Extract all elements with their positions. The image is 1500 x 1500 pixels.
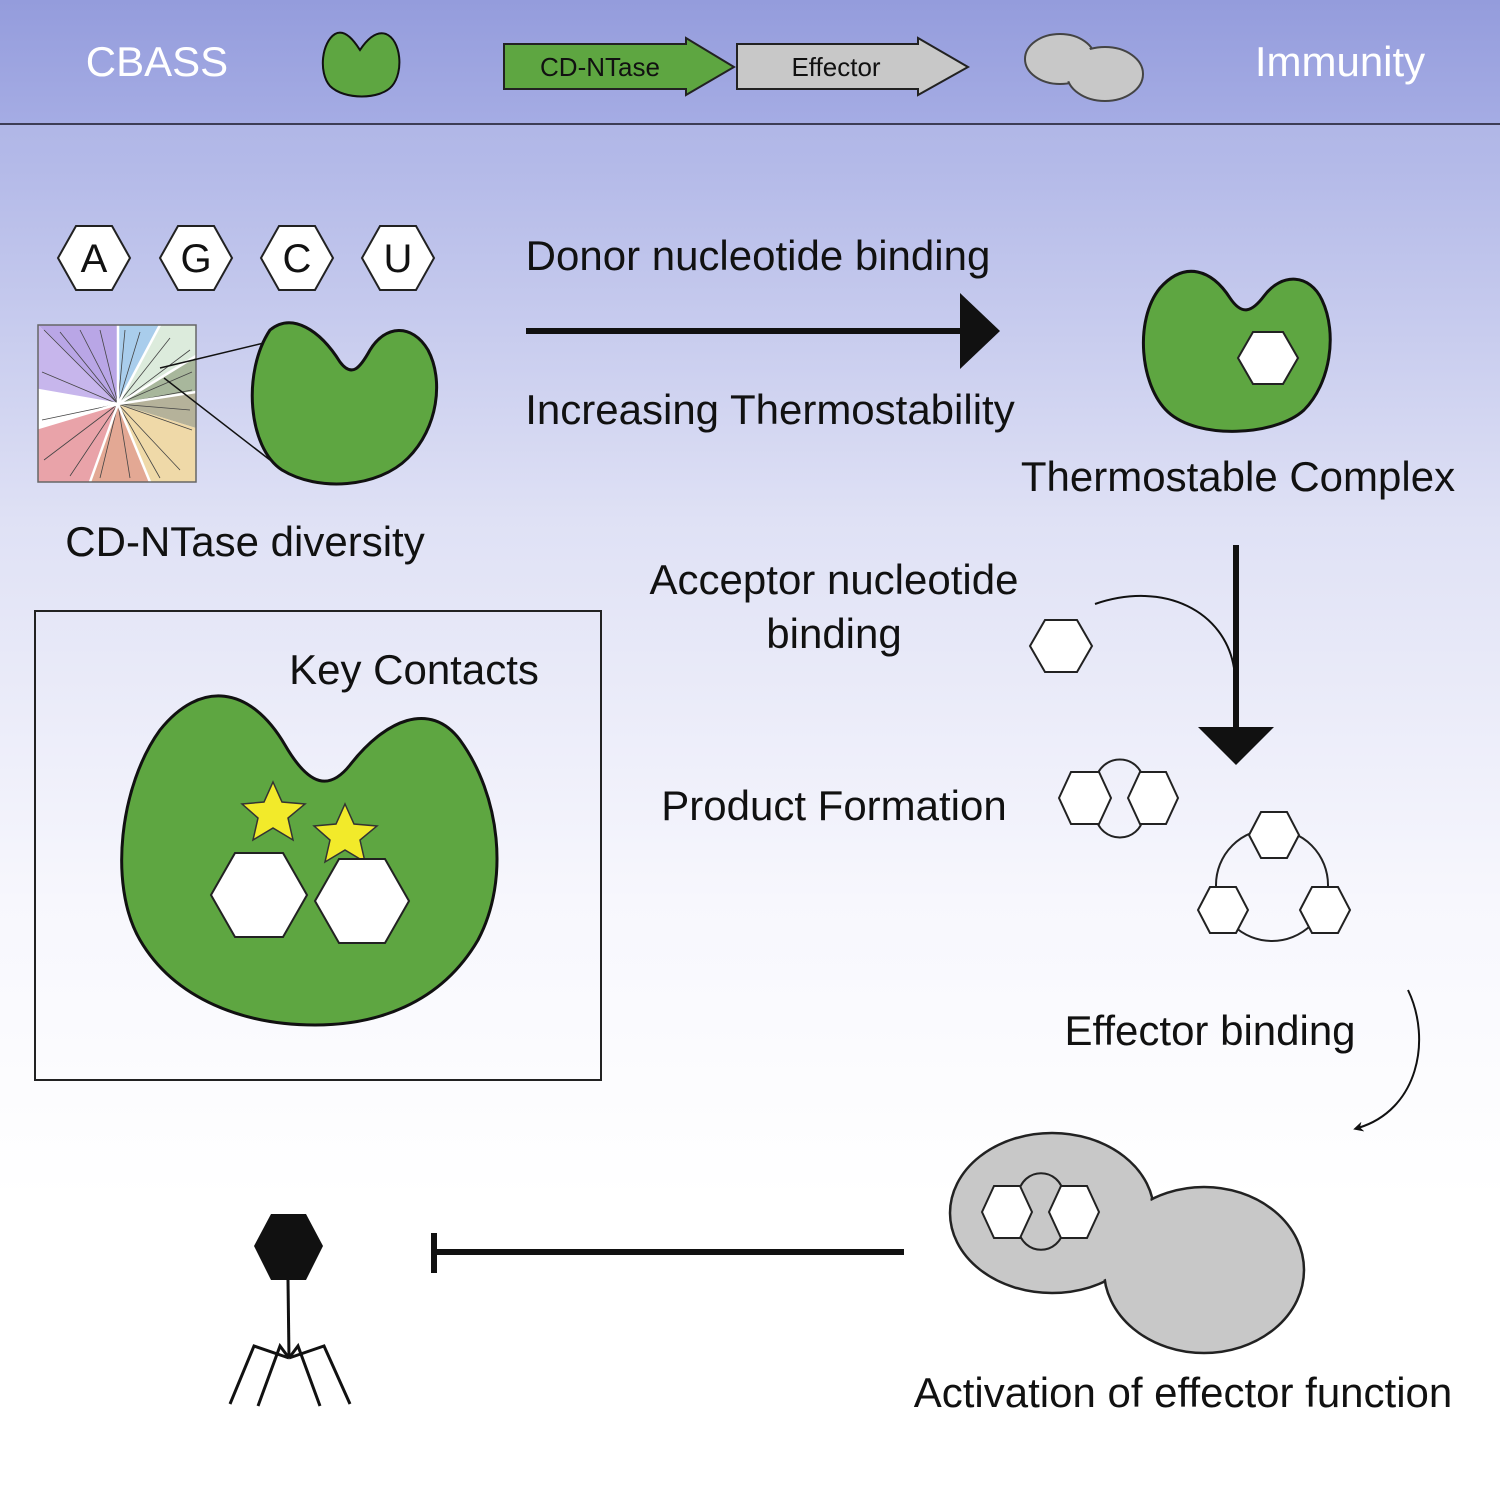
acceptor-label-line1: Acceptor nucleotide <box>650 556 1019 603</box>
activated-effector-icon <box>948 1131 1306 1355</box>
effector-binding-label: Effector binding <box>1064 1007 1355 1054</box>
nucleotide-g-label: G <box>180 237 211 281</box>
nucleotide-c-label: C <box>283 237 312 281</box>
effector-gene-label: Effector <box>791 52 880 82</box>
phylogenetic-tree-icon <box>37 324 197 483</box>
downward-arrow-icon <box>1198 545 1274 765</box>
key-contacts-panel <box>34 610 602 1081</box>
key-contacts-enzyme-icon <box>120 694 499 1027</box>
zoom-line-bottom <box>163 377 271 461</box>
nucleotide-u: U <box>360 225 436 291</box>
nucleotide-c: C <box>259 225 335 291</box>
thermostable-complex-icon <box>1141 269 1332 433</box>
header-effector-icon <box>1024 33 1144 102</box>
acceptor-curve-arrow-icon <box>1094 595 1235 669</box>
cd-ntase-gene-label: CD-NTase <box>540 52 660 82</box>
bound-donor-nucleotide-large <box>209 852 309 938</box>
phage-icon <box>228 1214 352 1407</box>
progress-arrow-icon <box>526 293 1000 369</box>
thermostability-label: Increasing Thermostability <box>525 386 1014 433</box>
contact-star-2-icon <box>312 802 379 864</box>
donor-binding-label: Donor nucleotide binding <box>526 232 991 279</box>
nucleotide-a: A <box>56 225 132 291</box>
header-cd-ntase-icon <box>321 31 401 98</box>
effector-gene-arrow <box>736 36 971 97</box>
bound-acceptor-nucleotide-large <box>313 858 411 944</box>
zoom-line-top <box>159 341 269 369</box>
activation-label: Activation of effector function <box>914 1369 1453 1416</box>
thermostable-complex-label: Thermostable Complex <box>1021 453 1455 500</box>
bound-donor-nucleotide <box>1236 331 1300 385</box>
acceptor-nucleotide <box>1028 619 1094 673</box>
contact-star-1-icon <box>240 780 307 842</box>
nucleotide-g: G <box>158 225 234 291</box>
effector-binding-curve-arrow-icon <box>1353 989 1421 1132</box>
acceptor-label-line2: binding <box>766 610 901 657</box>
key-contacts-label: Key Contacts <box>289 646 539 693</box>
nucleotide-a-label: A <box>81 237 108 281</box>
diversity-label: CD-NTase diversity <box>65 518 424 565</box>
inhibition-arrow-icon <box>431 1233 904 1273</box>
cyclic-dinucleotide-icon <box>1057 758 1180 839</box>
cd-ntase-enzyme-icon <box>250 321 439 486</box>
bound-cyclic-dinucleotide-icon <box>980 1172 1101 1251</box>
immunity-title: Immunity <box>1255 38 1425 85</box>
nucleotide-u-label: U <box>384 237 413 281</box>
cd-ntase-gene-arrow <box>503 36 736 97</box>
cbass-title: CBASS <box>86 38 228 85</box>
product-formation-label: Product Formation <box>661 782 1006 829</box>
cyclic-trinucleotide-icon <box>1196 811 1352 942</box>
